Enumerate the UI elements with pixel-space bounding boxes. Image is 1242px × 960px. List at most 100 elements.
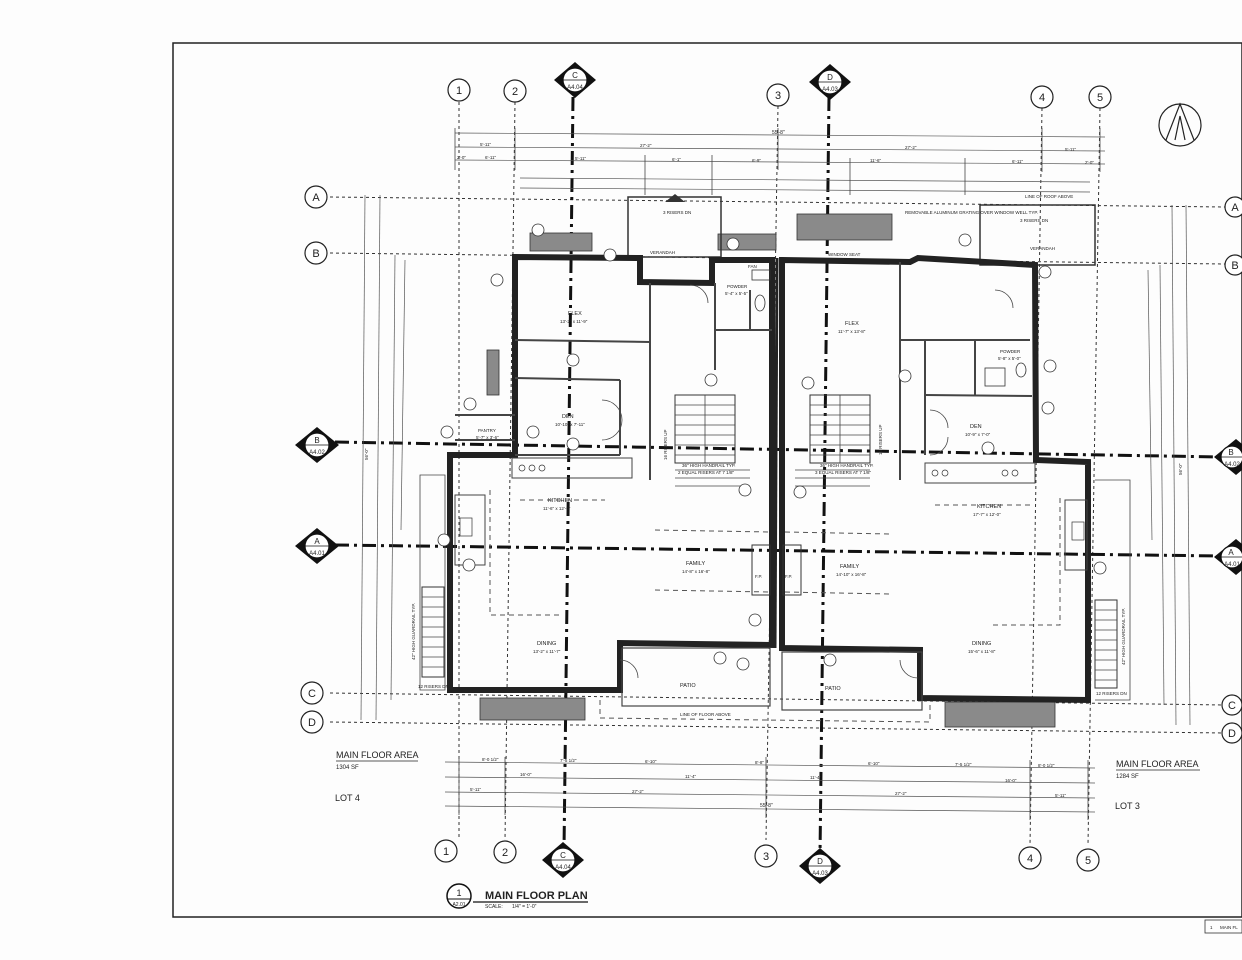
note-handrail-left: 36" HIGH HANDRAIL TYP. <box>682 463 736 468</box>
svg-text:C: C <box>572 71 578 80</box>
stair-right <box>795 394 871 487</box>
svg-text:3: 3 <box>763 851 769 863</box>
svg-text:A4.01: A4.01 <box>309 551 325 557</box>
corner-text: MAIN FL <box>1220 925 1238 930</box>
left-risers-dn: 3 RISERS DN <box>663 210 691 215</box>
svg-text:B: B <box>1228 448 1233 457</box>
svg-text:D: D <box>827 73 833 82</box>
left-powder-name: POWDER <box>727 284 748 289</box>
right-unit-exterior-wall <box>779 254 1091 704</box>
note-floor-above: LINE OF FLOOR ABOVE <box>680 712 731 717</box>
dim-bottom-1-1: 7'-5 1/2" <box>560 758 577 763</box>
right-patio-outline <box>781 651 923 711</box>
grid-bubble-top-2: 2 <box>503 79 527 103</box>
dim-left-overall: 56'-0" <box>364 448 369 460</box>
note-roof-above: LINE OF ROOF ABOVE <box>1025 194 1073 199</box>
right-den-name: DEN <box>970 424 982 430</box>
section-marker-b-left: B A4.02 <box>295 427 339 463</box>
sheet-corner-box <box>1204 919 1242 934</box>
svg-text:4: 4 <box>1027 853 1033 865</box>
window-tags <box>437 223 1107 671</box>
stair-left <box>674 394 750 487</box>
left-verandah-outline <box>627 196 722 258</box>
dim-bottom-1-0: 8'-0 1/2" <box>482 757 499 762</box>
area-right-title: MAIN FLOOR AREA <box>1116 759 1199 769</box>
left-pantry-name: PANTRY <box>478 428 496 433</box>
svg-text:A: A <box>1228 548 1234 557</box>
left-dimension-strings <box>360 194 406 721</box>
dim-bottom-1-6: 8'-0 1/2" <box>1038 763 1055 768</box>
note-stair-dn-left: 12 RISERS DN <box>418 684 449 689</box>
dim-top-3-1: 6'-11" <box>485 155 497 160</box>
left-patio-outline <box>621 647 771 707</box>
svg-text:5: 5 <box>1085 855 1091 867</box>
svg-text:D: D <box>308 717 316 729</box>
dim-top-3-3: 6'-1" <box>672 157 681 162</box>
grid-bubble-bottom-2: 2 <box>493 840 517 864</box>
dim-top-2-3: 5'-11" <box>1065 147 1077 152</box>
svg-text:C: C <box>560 851 566 860</box>
left-fan-name: FAN <box>748 264 757 269</box>
dim-top-3-5: 11'-6" <box>870 158 882 163</box>
svg-text:D: D <box>1228 728 1236 740</box>
left-kitchen-size: 11'-6" x 12'-0" <box>543 506 571 511</box>
svg-text:A: A <box>314 537 320 546</box>
right-patio-name: PATIO <box>825 686 841 692</box>
grid-bubble-left-d: D <box>300 710 324 734</box>
dim-overall-top: 55'-8" <box>772 130 785 136</box>
title-scale-value: 1/4" = 1'-0" <box>512 904 537 910</box>
dim-bottom-1-3: 8'-8" <box>755 760 764 765</box>
window-well-hatches <box>479 213 1056 728</box>
grid-bubble-left-a: A <box>304 185 328 209</box>
left-family-size: 14'-8" x 16'-8" <box>682 569 710 574</box>
grid-bubble-bottom-1: 1 <box>434 839 458 863</box>
top-dimension-strings <box>454 128 1106 195</box>
right-powder-size: 5'-8" x 5'-0" <box>998 356 1021 361</box>
note-guard-left: 42" HIGH GUARDRAIL TYP. <box>411 603 416 660</box>
grid-bubble-bottom-5: 5 <box>1076 848 1100 872</box>
left-verandah-label: VERANDAH <box>650 250 675 255</box>
section-marker-b-right: B A4.02 <box>1214 439 1242 475</box>
left-dining-size: 13'-2" x 11'-7" <box>533 649 561 654</box>
note-window-seat: WINDOW SEAT <box>828 252 861 257</box>
left-powder-size: 5'-4" x 5'-5" <box>725 291 748 296</box>
dim-bottom-3-1: 27'-2" <box>632 789 644 794</box>
section-marker-d-top: D A4.03 <box>809 64 851 100</box>
note-handrail-right: 36" HIGH HANDRAIL TYP. <box>820 463 874 468</box>
dim-top-2-1: 27'-2" <box>640 143 652 148</box>
grid-bubble-top-3: 3 <box>766 83 790 107</box>
svg-text:5: 5 <box>1097 92 1103 104</box>
section-marker-c-top: C A4.04 <box>554 62 596 98</box>
svg-text:A4.02: A4.02 <box>309 450 325 456</box>
svg-text:2: 2 <box>512 86 518 98</box>
right-dining-size: 15'-6" x 11'-8" <box>968 649 996 654</box>
dim-bottom-2-0: 16'-0" <box>520 772 532 777</box>
drawing-title-block: 1 A2.01 MAIN FLOOR PLAN SCALE: 1/4" = 1'… <box>446 883 588 910</box>
dim-bottom-2-1: 11'-4" <box>685 774 697 779</box>
line-of-floor-above-path <box>599 700 931 723</box>
right-powder-name: POWDER <box>1000 349 1021 354</box>
dim-bottom-2-3: 16'-0" <box>1005 778 1017 783</box>
note-equal-risers-left: 2 EQUAL RISERS AT 7 1/8" <box>678 470 734 475</box>
dim-top-2-2: 27'-2" <box>905 145 917 150</box>
svg-text:A4.03: A4.03 <box>822 87 838 93</box>
svg-text:4: 4 <box>1039 92 1045 104</box>
svg-text:2: 2 <box>502 847 508 859</box>
dim-bottom-1-2: 6'-10" <box>645 759 657 764</box>
dim-top-3-0: 2'-0" <box>457 155 466 160</box>
left-den-name: DEN <box>562 414 574 420</box>
area-left-value: 1304 SF <box>336 765 359 771</box>
left-family-name: FAMILY <box>686 561 705 567</box>
dim-top-3-2: 5'-11" <box>575 156 587 161</box>
svg-text:A4.04: A4.04 <box>567 85 583 91</box>
title-sheet: A2.01 <box>452 902 465 908</box>
left-den-size: 10'-10" x 7'-11" <box>555 422 585 427</box>
note-equal-risers-right: 3 EQUAL RISERS AT 7 1/8" <box>815 470 871 475</box>
svg-text:A4.01: A4.01 <box>1224 562 1240 568</box>
right-risers-dn: 3 RISERS DN <box>1020 218 1048 223</box>
section-cut-lines <box>334 96 1223 856</box>
title-scale-label: SCALE: <box>485 904 503 910</box>
dim-top-3-6: 6'-11" <box>1012 159 1024 164</box>
note-grating: REMOVABLE ALUMINUM GRATING OVER WINDOW W… <box>905 210 1038 215</box>
svg-text:A: A <box>1231 202 1239 214</box>
